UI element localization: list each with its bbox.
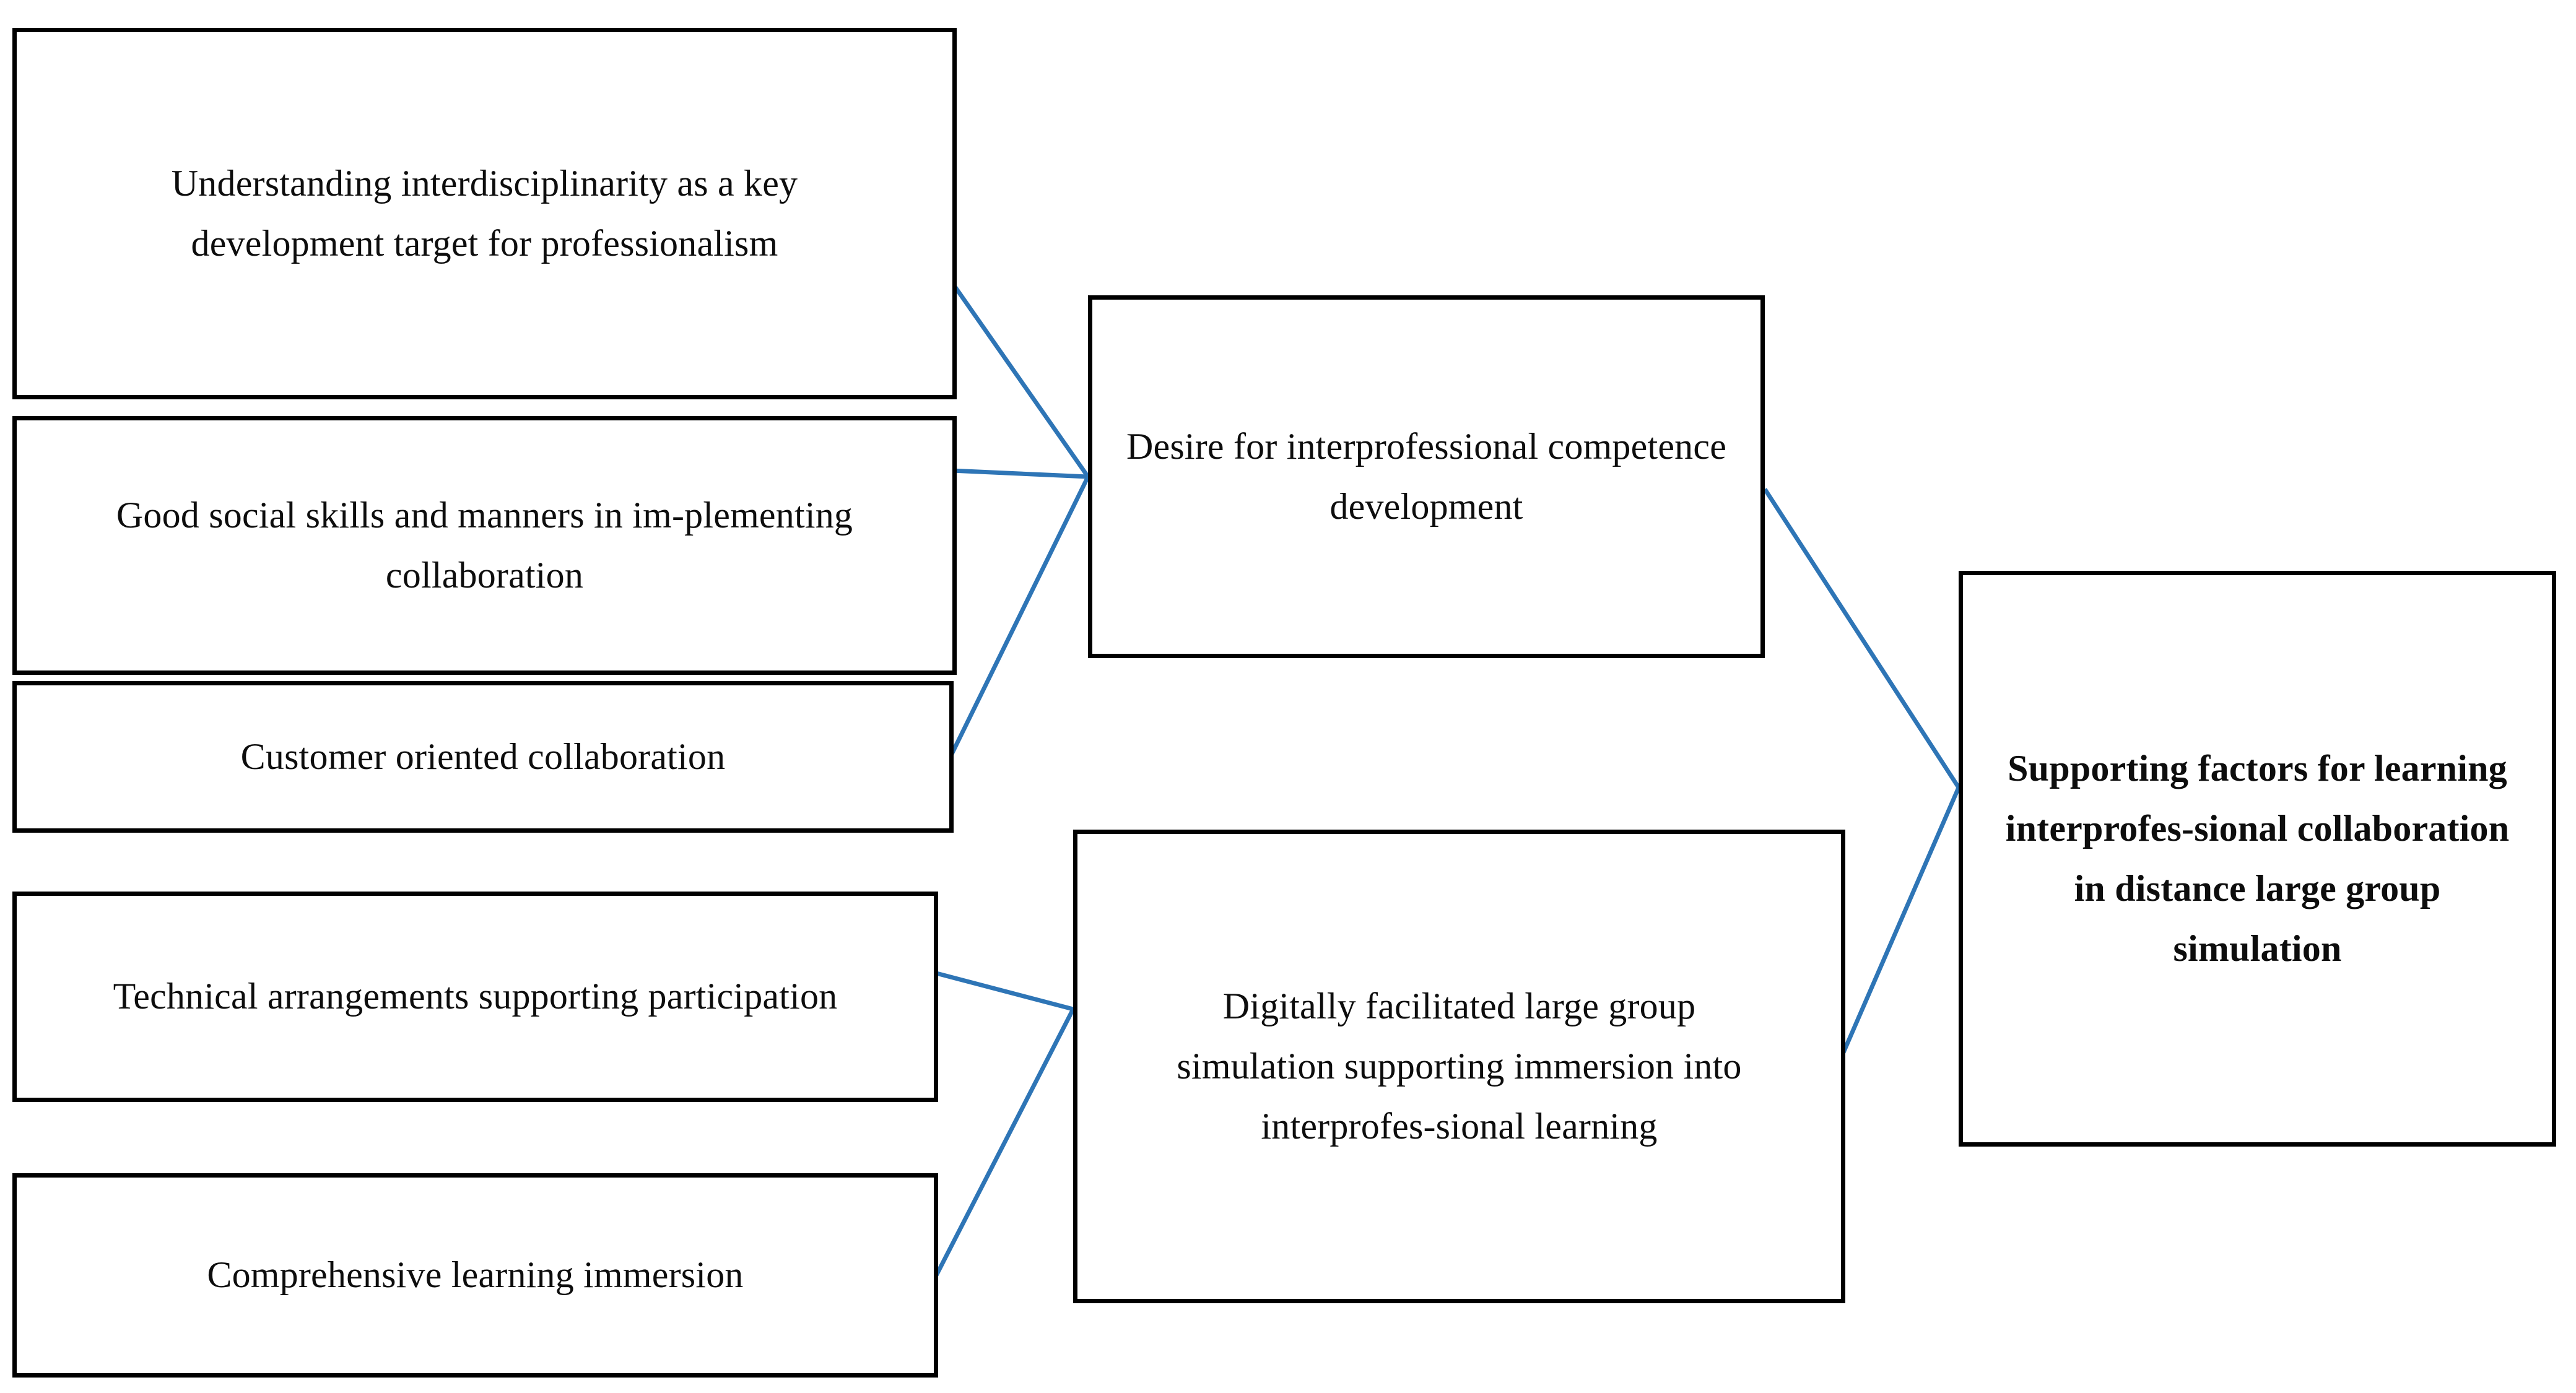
node-label: Comprehensive learning immersion [207, 1254, 744, 1296]
node-label: Supporting factors for learning interpro… [2005, 747, 2510, 970]
node-label: Technical arrangements supporting partic… [113, 976, 838, 1017]
node-label: Understanding interdisciplinarity as a k… [171, 162, 798, 264]
connector-technical-to-digital [936, 971, 1074, 1012]
node-customer-oriented-collaboration[interactable]: Customer oriented collaboration [12, 681, 954, 833]
connector-desire-to-supporting [1763, 488, 1960, 789]
connector-digital-to-supporting [1841, 786, 1961, 1054]
node-comprehensive-learning-immersion[interactable]: Comprehensive learning immersion [12, 1173, 938, 1378]
connector-understanding-to-desire [952, 283, 1090, 479]
node-technical-arrangements[interactable]: Technical arrangements supporting partic… [12, 892, 938, 1102]
node-label: Customer oriented collaboration [240, 736, 726, 777]
node-digitally-facilitated-simulation[interactable]: Digitally facilitated large group simula… [1073, 830, 1845, 1303]
node-understanding-interdisciplinarity[interactable]: Understanding interdisciplinarity as a k… [12, 28, 957, 399]
node-label: Good social skills and manners in im-ple… [116, 494, 853, 596]
node-label: Desire for interprofessional competence … [1126, 425, 1727, 527]
connector-social-to-desire [951, 468, 1089, 479]
connector-customer-to-desire [949, 475, 1090, 757]
node-supporting-factors[interactable]: Supporting factors for learning interpro… [1959, 571, 2556, 1147]
node-desire-interprofessional-competence[interactable]: Desire for interprofessional competence … [1088, 295, 1765, 658]
node-label: Digitally facilitated large group simula… [1177, 985, 1742, 1147]
node-good-social-skills[interactable]: Good social skills and manners in im-ple… [12, 416, 957, 675]
connector-immersion-to-digital [934, 1008, 1076, 1277]
